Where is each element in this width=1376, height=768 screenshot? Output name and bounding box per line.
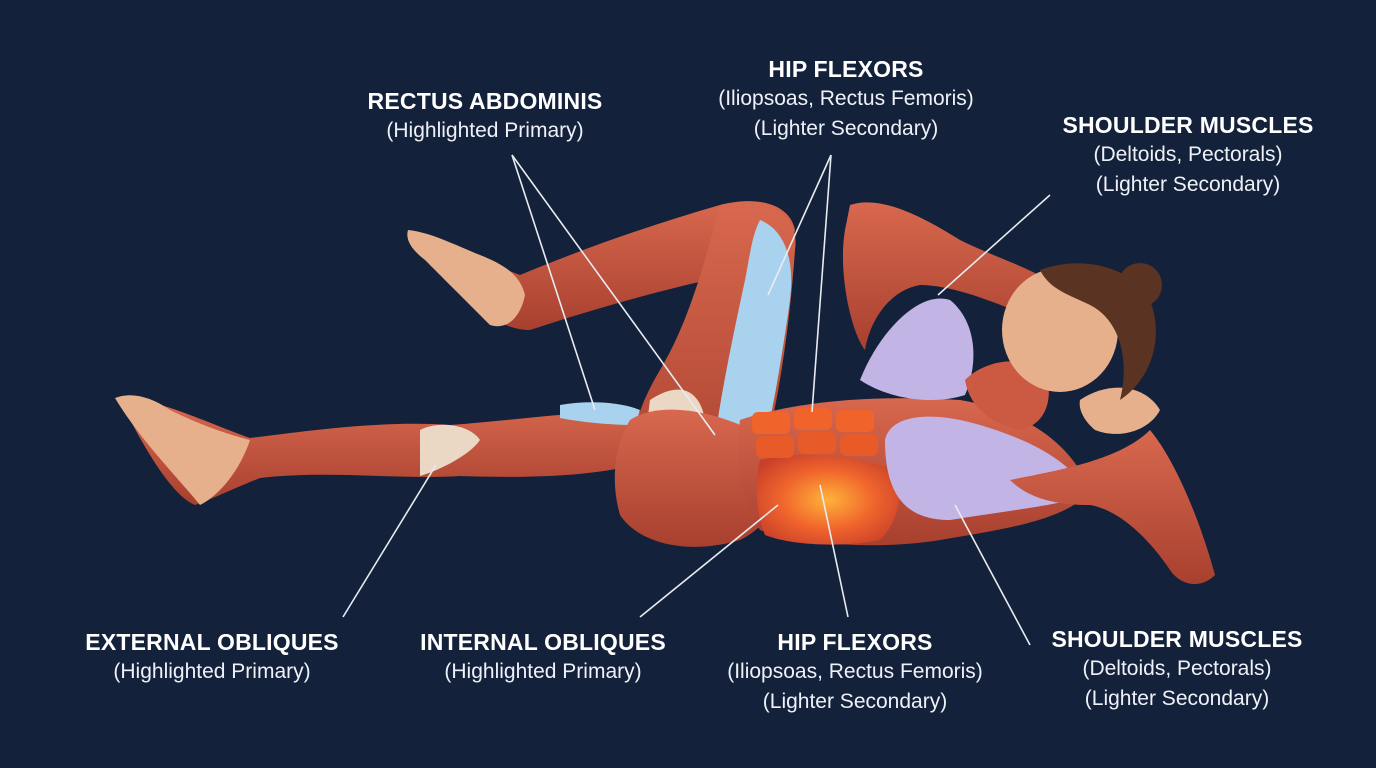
pectoral-upper	[860, 298, 974, 400]
leader-line	[767, 154, 832, 296]
label-title: EXTERNAL OBLIQUES	[85, 629, 339, 655]
extended-leg-tendon	[420, 424, 480, 476]
label-subtitle: (Lighter Secondary)	[762, 690, 948, 713]
label-title: HIP FLEXORS	[768, 56, 924, 82]
bent-arm	[842, 202, 1060, 350]
label-subtitle: (Lighter Secondary)	[1084, 687, 1270, 710]
extended-leg	[120, 399, 650, 505]
label-subtitle: (Highlighted Primary)	[386, 119, 584, 142]
leader-line	[937, 194, 1051, 296]
label-title: SHOULDER MUSCLES	[1062, 112, 1314, 138]
hair-bun	[1118, 263, 1162, 307]
label-title: INTERNAL OBLIQUES	[420, 629, 666, 655]
leader-lines	[342, 154, 1051, 646]
lower-forearm	[1010, 430, 1215, 585]
hand	[1079, 387, 1160, 434]
label-title: RECTUS ABDOMINIS	[367, 88, 603, 114]
oblique-glow	[756, 454, 900, 545]
label-subtitle: (Lighter Secondary)	[753, 117, 939, 140]
label-shoulder-muscles-top: SHOULDER MUSCLES (Deltoids, Pectorals) (…	[1062, 110, 1313, 200]
label-subtitle: (Deltoids, Pectorals)	[1082, 657, 1272, 680]
label-title: HIP FLEXORS	[777, 629, 933, 655]
label-subtitle: (Iliopsoas, Rectus Femoris)	[727, 660, 983, 683]
label-shoulder-muscles-bottom: SHOULDER MUSCLES (Deltoids, Pectorals) (…	[1051, 624, 1302, 714]
label-hip-flexors-bottom: HIP FLEXORS (Iliopsoas, Rectus Femoris) …	[727, 627, 983, 717]
leader-line	[511, 154, 596, 411]
leader-line	[954, 504, 1031, 646]
label-hip-flexors-top: HIP FLEXORS (Iliopsoas, Rectus Femoris) …	[718, 54, 974, 144]
label-subtitle: (Lighter Secondary)	[1095, 173, 1281, 196]
anatomical-figure-icon	[115, 201, 1215, 585]
label-external-obliques: EXTERNAL OBLIQUES (Highlighted Primary)	[85, 627, 338, 687]
leader-line	[639, 504, 779, 618]
rectus-abdominis-segments	[752, 408, 878, 458]
label-subtitle: (Iliopsoas, Rectus Femoris)	[718, 87, 974, 110]
label-internal-obliques: INTERNAL OBLIQUES (Highlighted Primary)	[420, 627, 666, 687]
label-subtitle: (Highlighted Primary)	[113, 660, 311, 683]
label-title: SHOULDER MUSCLES	[1051, 626, 1303, 652]
leader-line	[819, 484, 849, 618]
leader-line	[342, 464, 437, 618]
raised-foot	[407, 230, 525, 327]
label-subtitle: (Highlighted Primary)	[444, 660, 642, 683]
leader-line	[511, 154, 716, 436]
extended-leg-hip-flexor-patch	[560, 402, 640, 425]
label-subtitle: (Deltoids, Pectorals)	[1093, 143, 1283, 166]
extended-foot	[115, 395, 250, 505]
label-rectus-abdominis: RECTUS ABDOMINIS (Highlighted Primary)	[368, 86, 603, 146]
leader-line	[811, 154, 832, 413]
